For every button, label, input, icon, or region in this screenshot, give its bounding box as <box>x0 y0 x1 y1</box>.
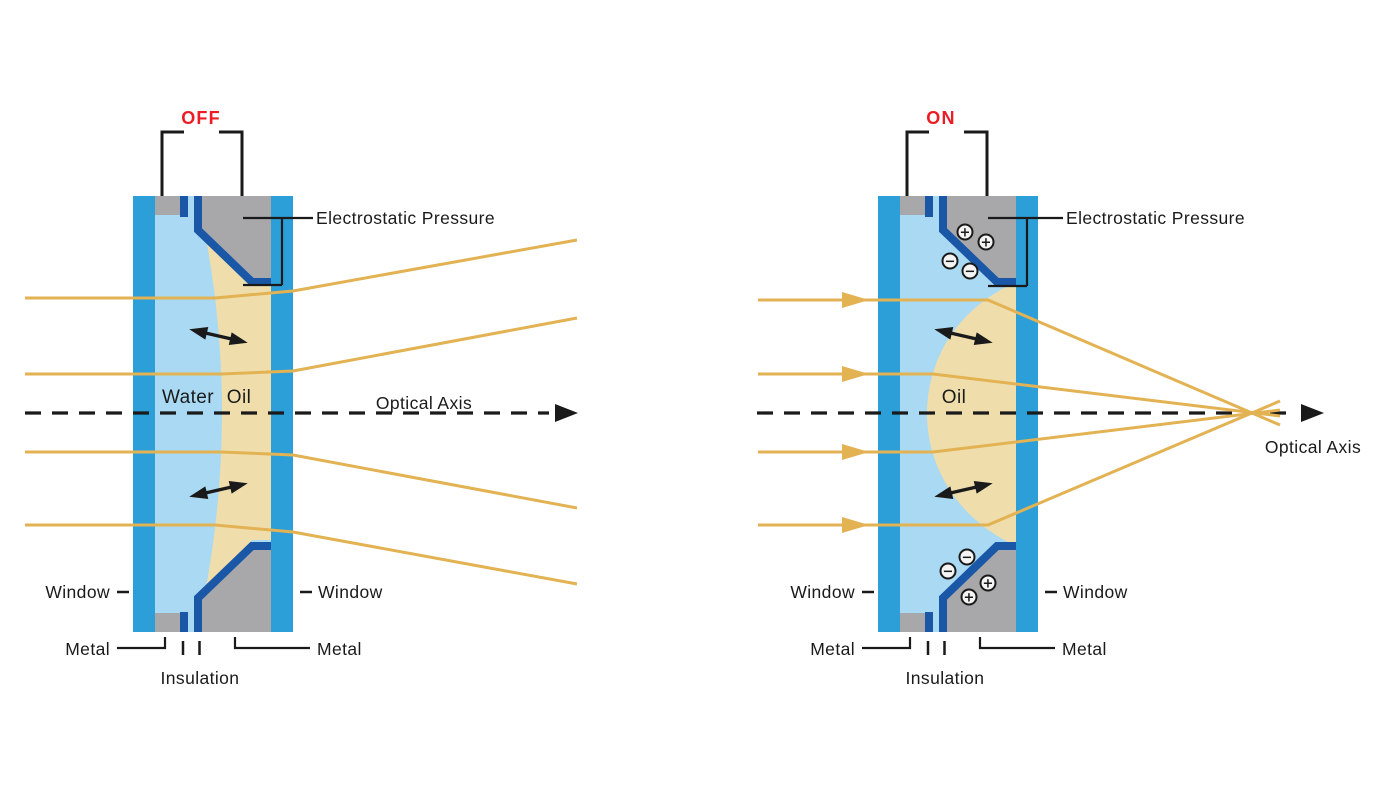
off-insulation-ticks <box>181 641 201 655</box>
svg-text:+: + <box>964 591 975 606</box>
on-negative-charge-icon: − <box>958 548 976 566</box>
on-positive-charge-icon: + <box>960 588 978 606</box>
on-ray-4-arrowhead-icon <box>842 517 869 533</box>
on-positive-charge-icon: + <box>977 233 995 251</box>
off-metal-electrode-bottom-right <box>196 544 271 632</box>
on-ray-3-arrowhead-icon <box>842 444 869 460</box>
on-metal-right-callout <box>978 637 1055 650</box>
on-insulation-lining-bottom <box>939 542 1016 632</box>
off-electrode-wiring-bracket <box>160 130 244 196</box>
off-light-ray-2 <box>25 316 578 376</box>
svg-text:−: − <box>945 255 956 270</box>
off-insulation-lining-top <box>194 196 271 286</box>
off-metal-electrode-top-left <box>155 196 180 215</box>
off-oil-region <box>204 228 271 598</box>
svg-text:+: + <box>960 226 971 241</box>
on-ray-1-arrowhead-icon <box>842 292 869 308</box>
on-metal-left-callout <box>862 637 912 650</box>
off-light-ray-3 <box>25 450 578 510</box>
on-light-ray-3 <box>758 408 1281 454</box>
on-light-ray-4 <box>758 399 1281 527</box>
on-metal-electrode-bottom-right <box>941 544 1016 632</box>
on-window-right-label: Window <box>1063 582 1128 602</box>
off-state-label: OFF <box>181 108 221 128</box>
on-optical-axis-arrow-icon <box>1301 404 1324 422</box>
on-ray-2-arrowhead-icon <box>842 366 869 382</box>
off-interface-motion-arrow-top-icon <box>189 326 248 346</box>
svg-text:+: + <box>981 236 992 251</box>
off-metal-right-callout <box>233 637 310 650</box>
off-metal-left-callout <box>117 637 167 650</box>
off-oil-label: Oil <box>227 387 251 408</box>
svg-text:+: + <box>983 577 994 592</box>
off-metal-right-label: Metal <box>317 639 362 659</box>
on-negative-charge-icon: − <box>961 262 979 280</box>
off-electrostatic-pressure-label: Electrostatic Pressure <box>316 208 495 228</box>
off-water-label: Water <box>162 387 214 408</box>
off-insulation-label: Insulation <box>161 668 240 688</box>
on-metal-left-label: Metal <box>810 639 855 659</box>
on-state-label: ON <box>926 108 955 128</box>
on-interface-motion-arrow-bottom-icon <box>934 480 993 500</box>
on-insulation-label: Insulation <box>906 668 985 688</box>
on-window-left-label: Window <box>790 582 855 602</box>
off-interface-motion-arrow-bottom-icon <box>189 480 248 500</box>
off-light-ray-1 <box>25 238 578 300</box>
off-insulation-lining-bottom <box>194 542 271 632</box>
off-metal-left-label: Metal <box>65 639 110 659</box>
on-window-left-pane <box>878 196 900 632</box>
off-optical-axis-arrow-icon <box>555 404 578 422</box>
on-electrostatic-pressure-callout <box>988 216 1063 288</box>
on-interface-motion-arrow-top-icon <box>934 326 993 346</box>
on-negative-charge-icon: − <box>939 562 957 580</box>
on-positive-charge-icon: + <box>956 223 974 241</box>
off-window-left-label: Window <box>45 582 110 602</box>
on-positive-charge-icon: + <box>979 574 997 592</box>
on-lens-diagram: Optical Axis + + − − − − + + ON Electros… <box>757 108 1361 688</box>
on-insulation-lining-top <box>939 196 1016 286</box>
on-electrode-wiring-bracket <box>905 130 989 196</box>
on-insulation-ticks <box>926 641 946 655</box>
off-light-ray-4 <box>25 523 578 586</box>
on-metal-electrode-top-left <box>900 196 925 215</box>
on-metal-electrode-bottom-left <box>900 613 925 632</box>
on-oil-label: Oil <box>942 387 966 408</box>
on-metal-right-label: Metal <box>1062 639 1107 659</box>
off-electrostatic-pressure-callout <box>243 216 313 287</box>
svg-text:−: − <box>965 265 976 280</box>
svg-text:−: − <box>962 551 973 566</box>
on-electrostatic-pressure-label: Electrostatic Pressure <box>1066 208 1245 228</box>
off-lens-diagram: Optical Axis OFF Electrostatic Pressure … <box>25 108 578 688</box>
on-negative-charge-icon: − <box>941 252 959 270</box>
on-light-ray-1 <box>758 298 1281 427</box>
on-oil-region <box>927 286 1016 542</box>
off-optical-axis-label: Optical Axis <box>376 393 472 413</box>
on-optical-axis-label: Optical Axis <box>1265 437 1361 457</box>
off-window-right-label: Window <box>318 582 383 602</box>
svg-text:−: − <box>943 565 954 580</box>
off-metal-electrode-bottom-left <box>155 613 180 632</box>
on-light-ray-2 <box>758 372 1281 418</box>
